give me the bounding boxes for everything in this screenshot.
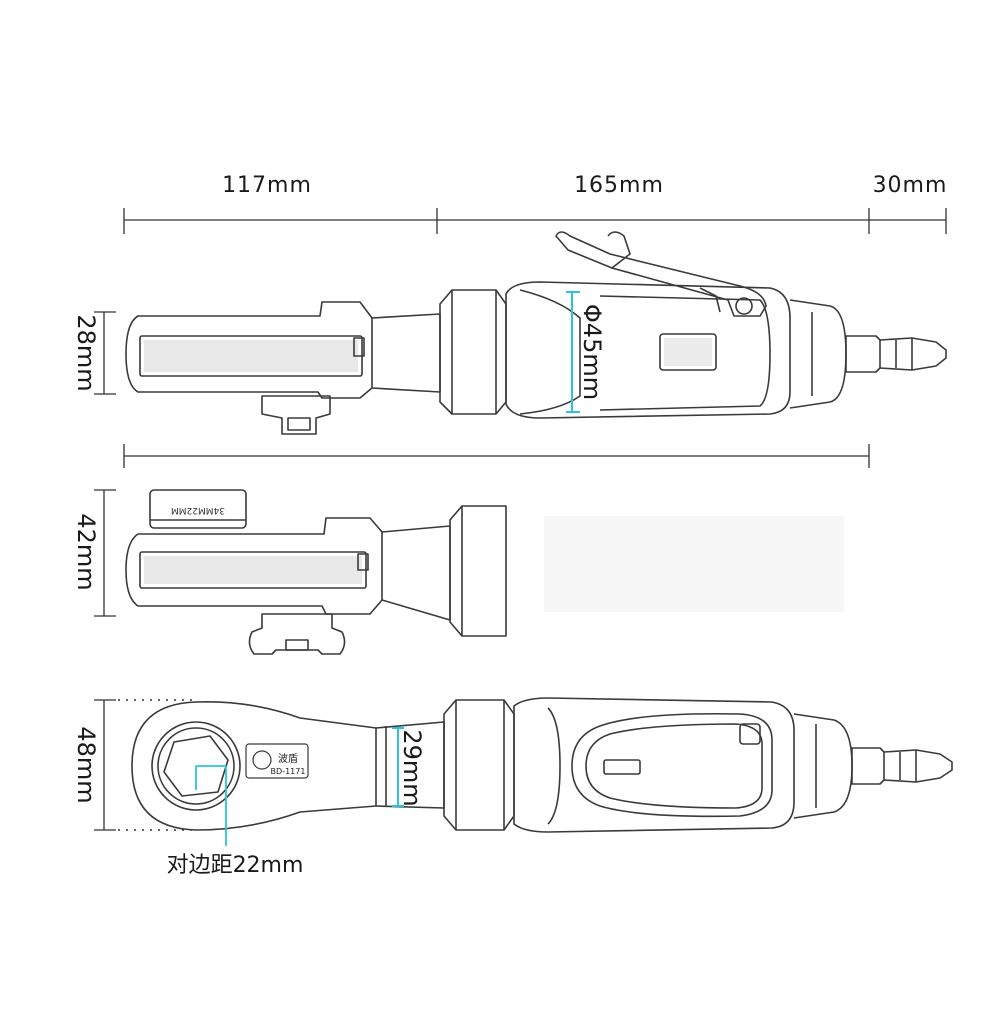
view1-diameter-marker [566,291,580,413]
brand-name: 波盾 [278,752,298,765]
view2-height-ruler [94,489,116,617]
dim-label-diameter: Φ45mm [578,304,606,400]
view3-extension-lines [118,699,196,831]
brand-logo-icon [252,750,272,770]
blank-panel [544,516,844,612]
socket-size-marking: 34MM22MM [171,505,225,515]
brand-badge [245,743,309,779]
view2-tool-outline [125,489,507,655]
dim-label-42: 42mm [72,513,100,590]
view1-height-ruler [94,311,116,395]
view1-length-ruler [123,444,870,468]
view3-height-ruler [94,699,116,831]
brand-model: BD-1171 [271,767,306,776]
dim-label-28: 28mm [72,314,100,391]
dim-label-117: 117mm [222,173,312,198]
view1-tool-outline [125,231,947,435]
dim-label-30: 30mm [873,173,948,198]
top-dimension-ruler [123,208,947,234]
dim-label-165: 165mm [574,173,664,198]
view3-neck-marker [392,727,404,807]
dim-label-48: 48mm [72,726,100,803]
dim-label-29: 29mm [398,729,426,806]
view3-hex-marker [195,765,227,846]
view3-tool-outline [131,697,953,833]
dim-label-hex: 对边距22mm [167,853,304,878]
